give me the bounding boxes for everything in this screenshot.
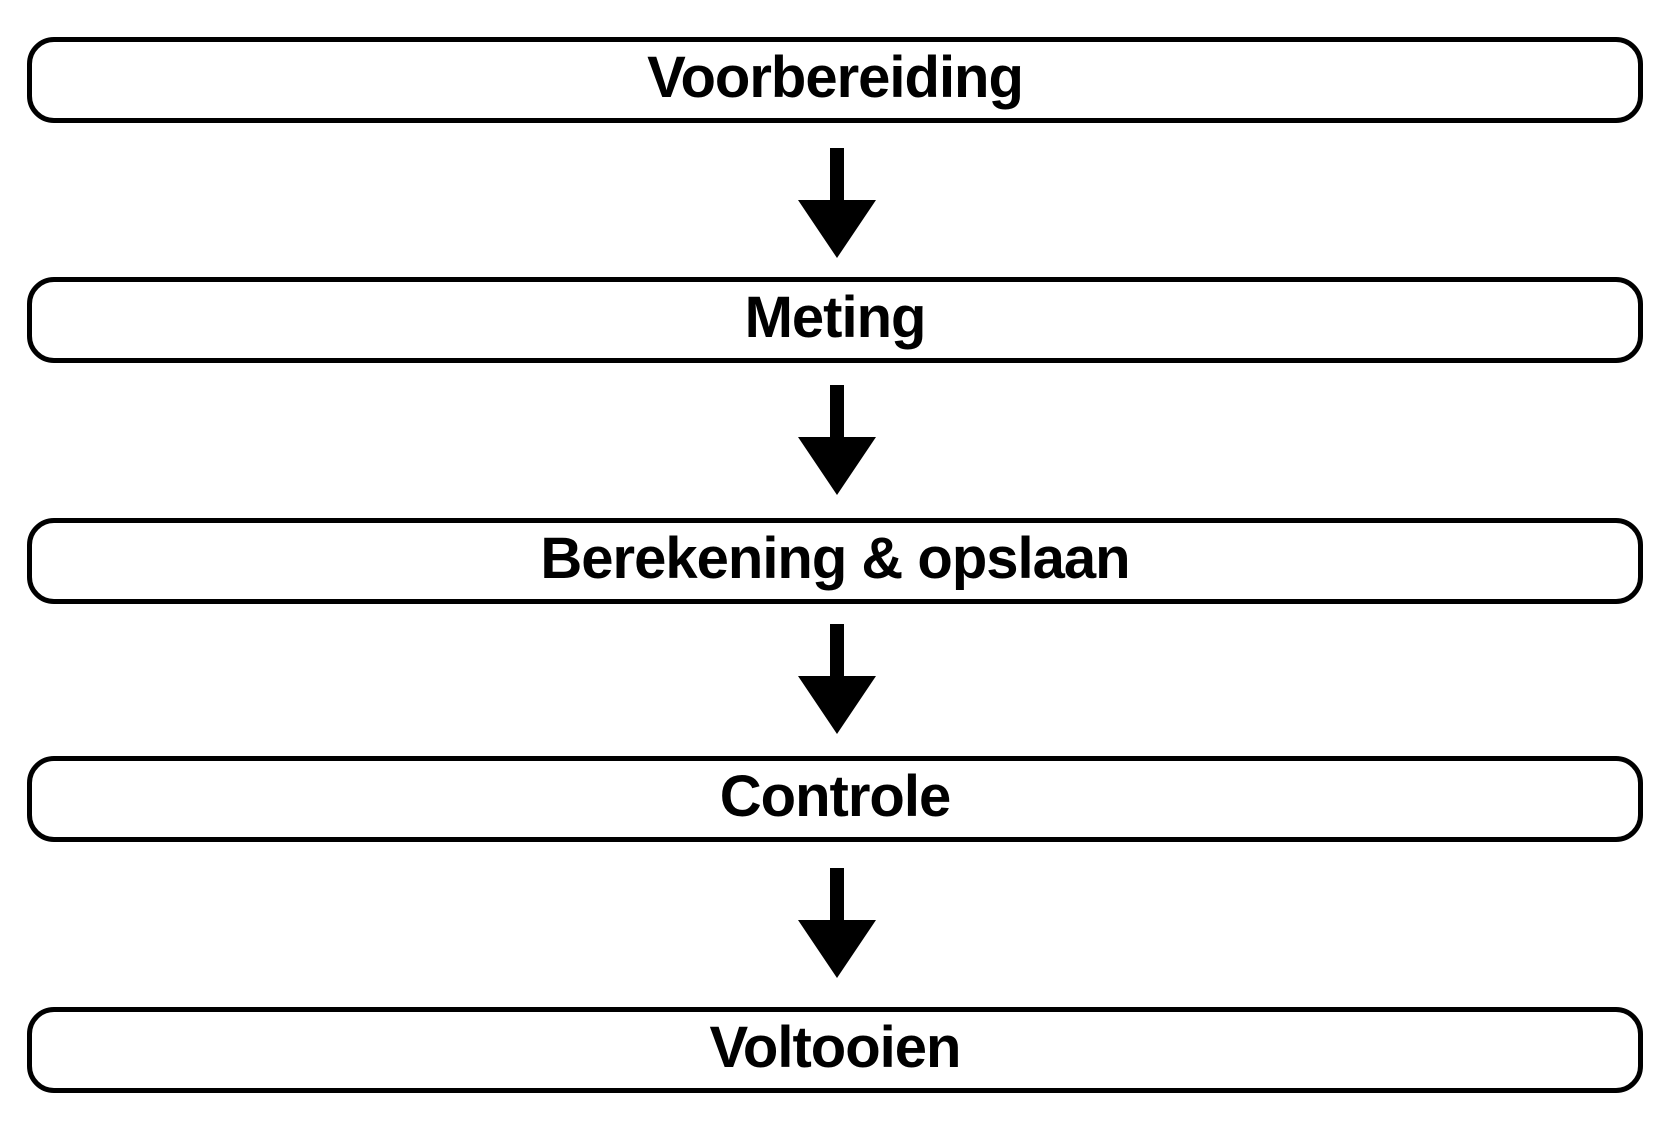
arrow-stem xyxy=(830,868,844,922)
arrow-head xyxy=(798,437,876,495)
flow-step-voltooien: Voltooien xyxy=(27,1007,1643,1093)
flow-step-berekening-opslaan: Berekening & opslaan xyxy=(27,518,1643,604)
flow-step-label: Meting xyxy=(744,285,927,350)
arrow-stem xyxy=(830,148,844,202)
arrow-head xyxy=(798,200,876,258)
flow-step-meting: Meting xyxy=(27,277,1643,363)
arrow-down-icon xyxy=(798,148,876,258)
arrow-head xyxy=(798,676,876,734)
flow-step-label: Voltooien xyxy=(709,1015,962,1080)
flow-step-controle: Controle xyxy=(27,756,1643,842)
arrow-down-icon xyxy=(798,385,876,495)
flow-step-label: Voorbereiding xyxy=(647,45,1024,110)
arrow-down-icon xyxy=(798,868,876,978)
flow-step-voorbereiding: Voorbereiding xyxy=(27,37,1643,123)
flow-step-label: Berekening & opslaan xyxy=(540,526,1130,591)
arrow-stem xyxy=(830,624,844,678)
arrow-down-icon xyxy=(798,624,876,734)
flow-step-label: Controle xyxy=(719,764,951,829)
arrow-stem xyxy=(830,385,844,439)
arrow-head xyxy=(798,920,876,978)
